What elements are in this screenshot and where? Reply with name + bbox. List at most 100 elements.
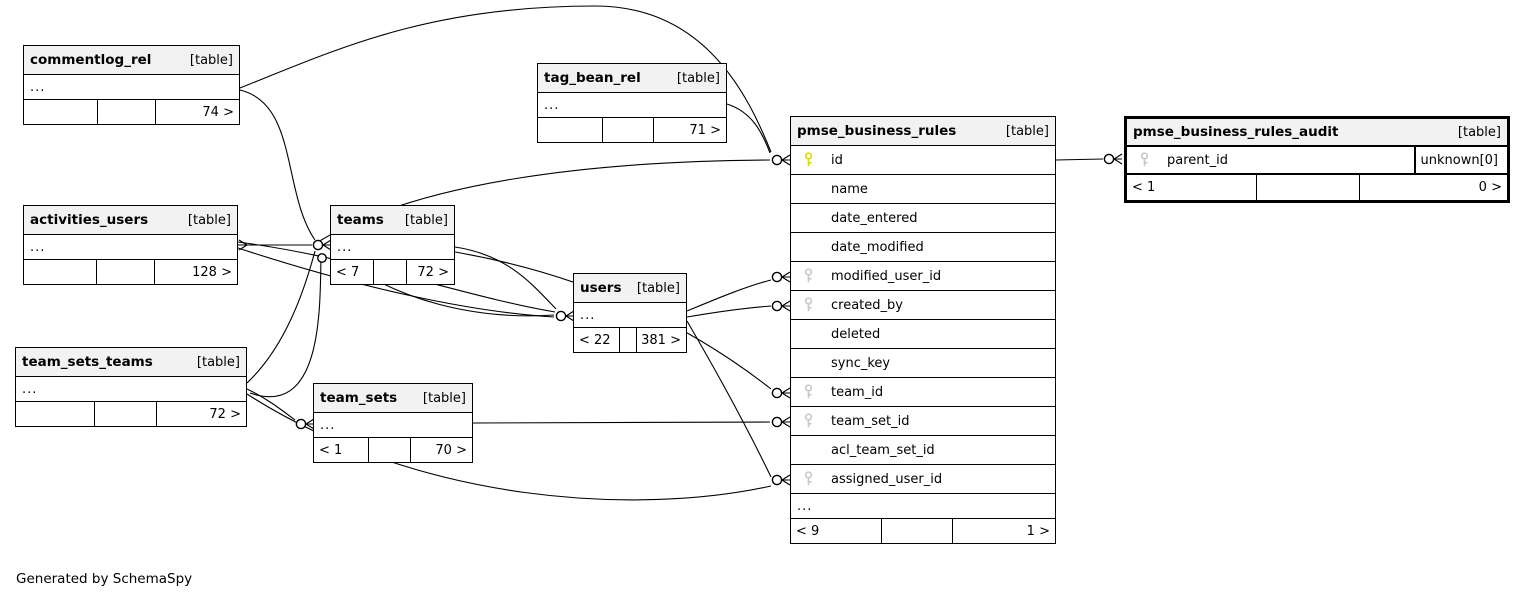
table-header[interactable]: team_sets[table] bbox=[314, 384, 472, 413]
column-row-parent_id: parent_id unknown[0] bbox=[1127, 147, 1507, 175]
column-name: ... bbox=[337, 239, 353, 255]
table-header[interactable]: tag_bean_rel[table] bbox=[538, 64, 726, 93]
table-header[interactable]: teams [table] bbox=[331, 206, 454, 235]
parents-count: 70 > bbox=[410, 438, 472, 462]
primary-key-icon bbox=[803, 152, 814, 168]
parents-count: 74 > bbox=[155, 100, 239, 124]
crowfoot-icon bbox=[781, 300, 791, 312]
edge bbox=[246, 250, 316, 384]
table-footer: < 1 70 > bbox=[314, 438, 472, 462]
column-row-team_set_id: team_set_id bbox=[791, 407, 1055, 436]
table-header[interactable]: pmse_business_rules_audit[table] bbox=[1127, 119, 1507, 147]
table-name: tag_bean_rel bbox=[544, 70, 641, 86]
table-header[interactable]: team_sets_teams [table] bbox=[16, 348, 246, 377]
crowfoot-glyphs bbox=[238, 153, 1123, 486]
table-header[interactable]: activities_users[table] bbox=[24, 206, 237, 235]
column-name: parent_id bbox=[1167, 152, 1228, 168]
zero-circle-icon bbox=[771, 416, 783, 428]
table-type-badge: [table] bbox=[422, 390, 466, 406]
edge bbox=[686, 279, 772, 312]
footer-spacer bbox=[1256, 175, 1359, 200]
column-name: ... bbox=[580, 307, 596, 323]
table-pmse_business_rules_audit[interactable]: pmse_business_rules_audit[table]parent_i… bbox=[1124, 116, 1510, 203]
column-row-date_modified: date_modified bbox=[791, 233, 1055, 262]
crowfoot-icon bbox=[781, 416, 791, 428]
zero-circle-icon bbox=[771, 474, 783, 486]
foreign-key-icon bbox=[803, 268, 814, 284]
zero-circle-icon bbox=[555, 310, 567, 322]
crowfoot-icon bbox=[781, 387, 791, 399]
table-type-badge: [table] bbox=[404, 212, 448, 228]
parents-count: 0 > bbox=[1358, 175, 1507, 200]
edge bbox=[249, 256, 322, 398]
column-name: ... bbox=[30, 239, 46, 255]
column-row-sync_key: sync_key bbox=[791, 349, 1055, 378]
table-header[interactable]: pmse_business_rules[table] bbox=[791, 117, 1055, 146]
zero-circle-icon bbox=[312, 239, 324, 251]
edge bbox=[246, 388, 296, 421]
table-commentlog_rel[interactable]: commentlog_rel[table]... 74 > bbox=[23, 45, 240, 125]
children-count: < 22 bbox=[579, 332, 611, 348]
table-activities_users[interactable]: activities_users[table]... 128 > bbox=[23, 205, 238, 285]
zero-circle-icon bbox=[295, 418, 307, 430]
columns-ellipsis-row: ... bbox=[791, 494, 1055, 519]
columns-ellipsis-row: ... bbox=[314, 413, 472, 438]
parents-count: 71 > bbox=[652, 118, 726, 142]
parents-count: 128 > bbox=[153, 260, 237, 284]
column-name: ... bbox=[30, 79, 46, 95]
zero-circle-icon bbox=[771, 300, 783, 312]
edge bbox=[726, 103, 771, 154]
crowfoot-icon bbox=[1113, 153, 1123, 165]
column-row-assigned_user_id: assigned_user_id bbox=[791, 465, 1055, 494]
table-header[interactable]: commentlog_rel[table] bbox=[24, 46, 239, 75]
crowfoot-icon bbox=[781, 474, 791, 486]
generator-credit: Generated by SchemaSpy bbox=[16, 571, 193, 587]
table-tag_bean_rel[interactable]: tag_bean_rel[table]...71 > bbox=[537, 63, 727, 143]
table-footer: 71 > bbox=[538, 118, 726, 142]
foreign-key-icon bbox=[803, 471, 814, 487]
table-name: teams bbox=[337, 212, 384, 228]
column-row-acl_team_set_id: acl_team_set_id bbox=[791, 436, 1055, 465]
table-users[interactable]: users [table]... < 22 381 > bbox=[573, 273, 687, 353]
table-header[interactable]: users [table] bbox=[574, 274, 686, 303]
column-row-created_by: created_by bbox=[791, 291, 1055, 320]
children-count: < 1 bbox=[319, 442, 343, 458]
footer-spacer bbox=[367, 438, 411, 462]
zero-circle-icon bbox=[1103, 153, 1115, 165]
table-name: pmse_business_rules_audit bbox=[1133, 124, 1339, 140]
column-extra: unknown[0] bbox=[1413, 147, 1504, 173]
key-glyph bbox=[804, 297, 813, 312]
table-type-badge: [table] bbox=[189, 52, 233, 68]
parents-count: 381 > bbox=[635, 328, 686, 352]
table-name: activities_users bbox=[30, 212, 149, 228]
table-type-badge: [table] bbox=[636, 280, 680, 296]
table-team_sets[interactable]: team_sets[table]... < 1 70 > bbox=[313, 383, 473, 463]
table-name: team_sets_teams bbox=[22, 354, 153, 370]
crowfoot-icon bbox=[305, 418, 315, 430]
table-footer: 74 > bbox=[24, 100, 239, 124]
foreign-key-icon bbox=[1139, 152, 1150, 168]
column-name: created_by bbox=[831, 297, 903, 313]
table-type-badge: [table] bbox=[196, 354, 240, 370]
table-name: pmse_business_rules bbox=[797, 123, 957, 139]
column-row-id: id bbox=[791, 146, 1055, 175]
table-name: users bbox=[580, 280, 622, 296]
footer-spacer bbox=[880, 519, 952, 543]
column-row-name: name bbox=[791, 175, 1055, 204]
edge bbox=[1055, 158, 1104, 161]
children-count bbox=[538, 118, 602, 142]
columns-ellipsis-row: ... bbox=[574, 303, 686, 328]
table-footer: 72 > bbox=[16, 402, 246, 426]
zero-circle-icon bbox=[317, 253, 327, 263]
key-glyph bbox=[804, 413, 813, 428]
table-team_sets_teams[interactable]: team_sets_teams[table]...72 > bbox=[15, 347, 247, 427]
columns-ellipsis-row: ... bbox=[24, 235, 237, 260]
column-name: deleted bbox=[831, 326, 881, 342]
key-glyph bbox=[804, 471, 813, 486]
